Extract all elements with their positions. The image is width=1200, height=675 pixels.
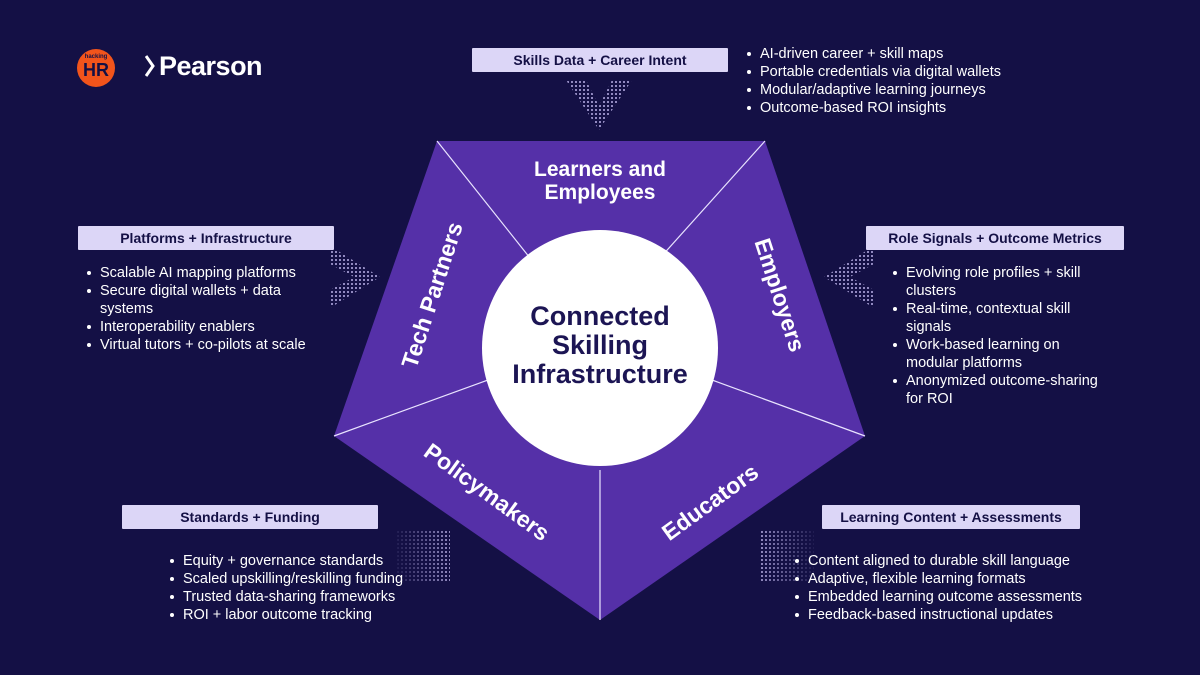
role-signals-label: Role Signals + Outcome Metrics xyxy=(866,226,1124,250)
dotted-arrow-right-icon xyxy=(330,246,380,308)
center-circle xyxy=(482,230,718,466)
list-item: Evolving role profiles + skill xyxy=(893,264,1098,282)
list-item-continuation: for ROI xyxy=(906,391,953,407)
list-item: Outcome-based ROI insights xyxy=(747,99,1001,117)
list-item: Anonymized outcome-sharing xyxy=(893,373,1098,389)
segment-learners-label: Learners and Employees xyxy=(500,158,700,204)
list-item: Scalable AI mapping platforms xyxy=(87,264,306,282)
dotted-arrow-down-icon xyxy=(566,80,632,130)
list-item: Work-based learning on xyxy=(893,336,1098,354)
list-item: Virtual tutors + co-pilots at scale xyxy=(87,337,306,353)
list-item-continuation: modular platforms xyxy=(906,355,1023,371)
list-item: Secure digital wallets + data xyxy=(87,282,306,300)
learning-content-list: Content aligned to durable skill languag… xyxy=(790,552,1082,624)
hr-logo-main-text: HR xyxy=(83,60,109,80)
learning-content-label: Learning Content + Assessments xyxy=(822,505,1080,529)
center-title: Connected Skilling Infrastructure xyxy=(485,302,715,389)
list-item: Feedback-based instructional updates xyxy=(794,606,1082,624)
segment-dividers xyxy=(333,140,866,620)
list-item: Adaptive, flexible learning formats xyxy=(794,570,1082,588)
list-item-continuation: clusters xyxy=(906,283,956,299)
center-title-line3: Infrastructure xyxy=(512,359,688,389)
list-item-continuation: signals xyxy=(906,319,952,335)
platforms-label: Platforms + Infrastructure xyxy=(78,226,334,250)
dotted-arrow-left-icon xyxy=(824,246,874,308)
learners-line1: Learners and xyxy=(534,158,666,181)
pearson-mark-icon xyxy=(145,55,155,77)
list-item: ROI + labor outcome tracking xyxy=(169,606,403,624)
skills-data-label: Skills Data + Career Intent xyxy=(472,48,728,72)
role-signals-list: Evolving role profiles + skill clusters … xyxy=(888,264,1098,408)
dotted-gradient-block-left xyxy=(396,530,450,582)
list-item: Content aligned to durable skill languag… xyxy=(794,552,1082,570)
skills-data-list: AI-driven career + skill maps Portable c… xyxy=(742,45,1001,117)
hacking-hr-logo: hacking HR xyxy=(77,49,115,87)
learners-line2: Employees xyxy=(544,181,656,204)
standards-list: Equity + governance standards Scaled ups… xyxy=(165,552,403,624)
platforms-list: Scalable AI mapping platforms Secure dig… xyxy=(82,264,306,354)
center-title-line1: Connected xyxy=(530,301,670,331)
list-item: Trusted data-sharing frameworks xyxy=(169,588,403,606)
list-item: Equity + governance standards xyxy=(169,552,403,570)
list-item: Interoperability enablers xyxy=(87,318,306,336)
list-item: Modular/adaptive learning journeys xyxy=(747,81,1001,99)
list-item: Scaled upskilling/reskilling funding xyxy=(169,571,404,587)
list-item: Embedded learning outcome assessments xyxy=(794,589,1083,605)
center-title-line2: Skilling xyxy=(551,330,649,360)
dotted-gradient-block-right xyxy=(760,530,814,582)
list-item: Portable credentials via digital wallets xyxy=(747,64,1001,80)
hr-logo-top-text: hacking xyxy=(84,54,108,60)
list-item-continuation: systems xyxy=(100,301,154,317)
pearson-logo: Pearson xyxy=(145,51,263,82)
standards-label: Standards + Funding xyxy=(122,505,378,529)
pearson-logo-text: Pearson xyxy=(159,51,263,81)
list-item: AI-driven career + skill maps xyxy=(747,45,1001,63)
list-item: Real-time, contextual skill xyxy=(893,300,1098,318)
